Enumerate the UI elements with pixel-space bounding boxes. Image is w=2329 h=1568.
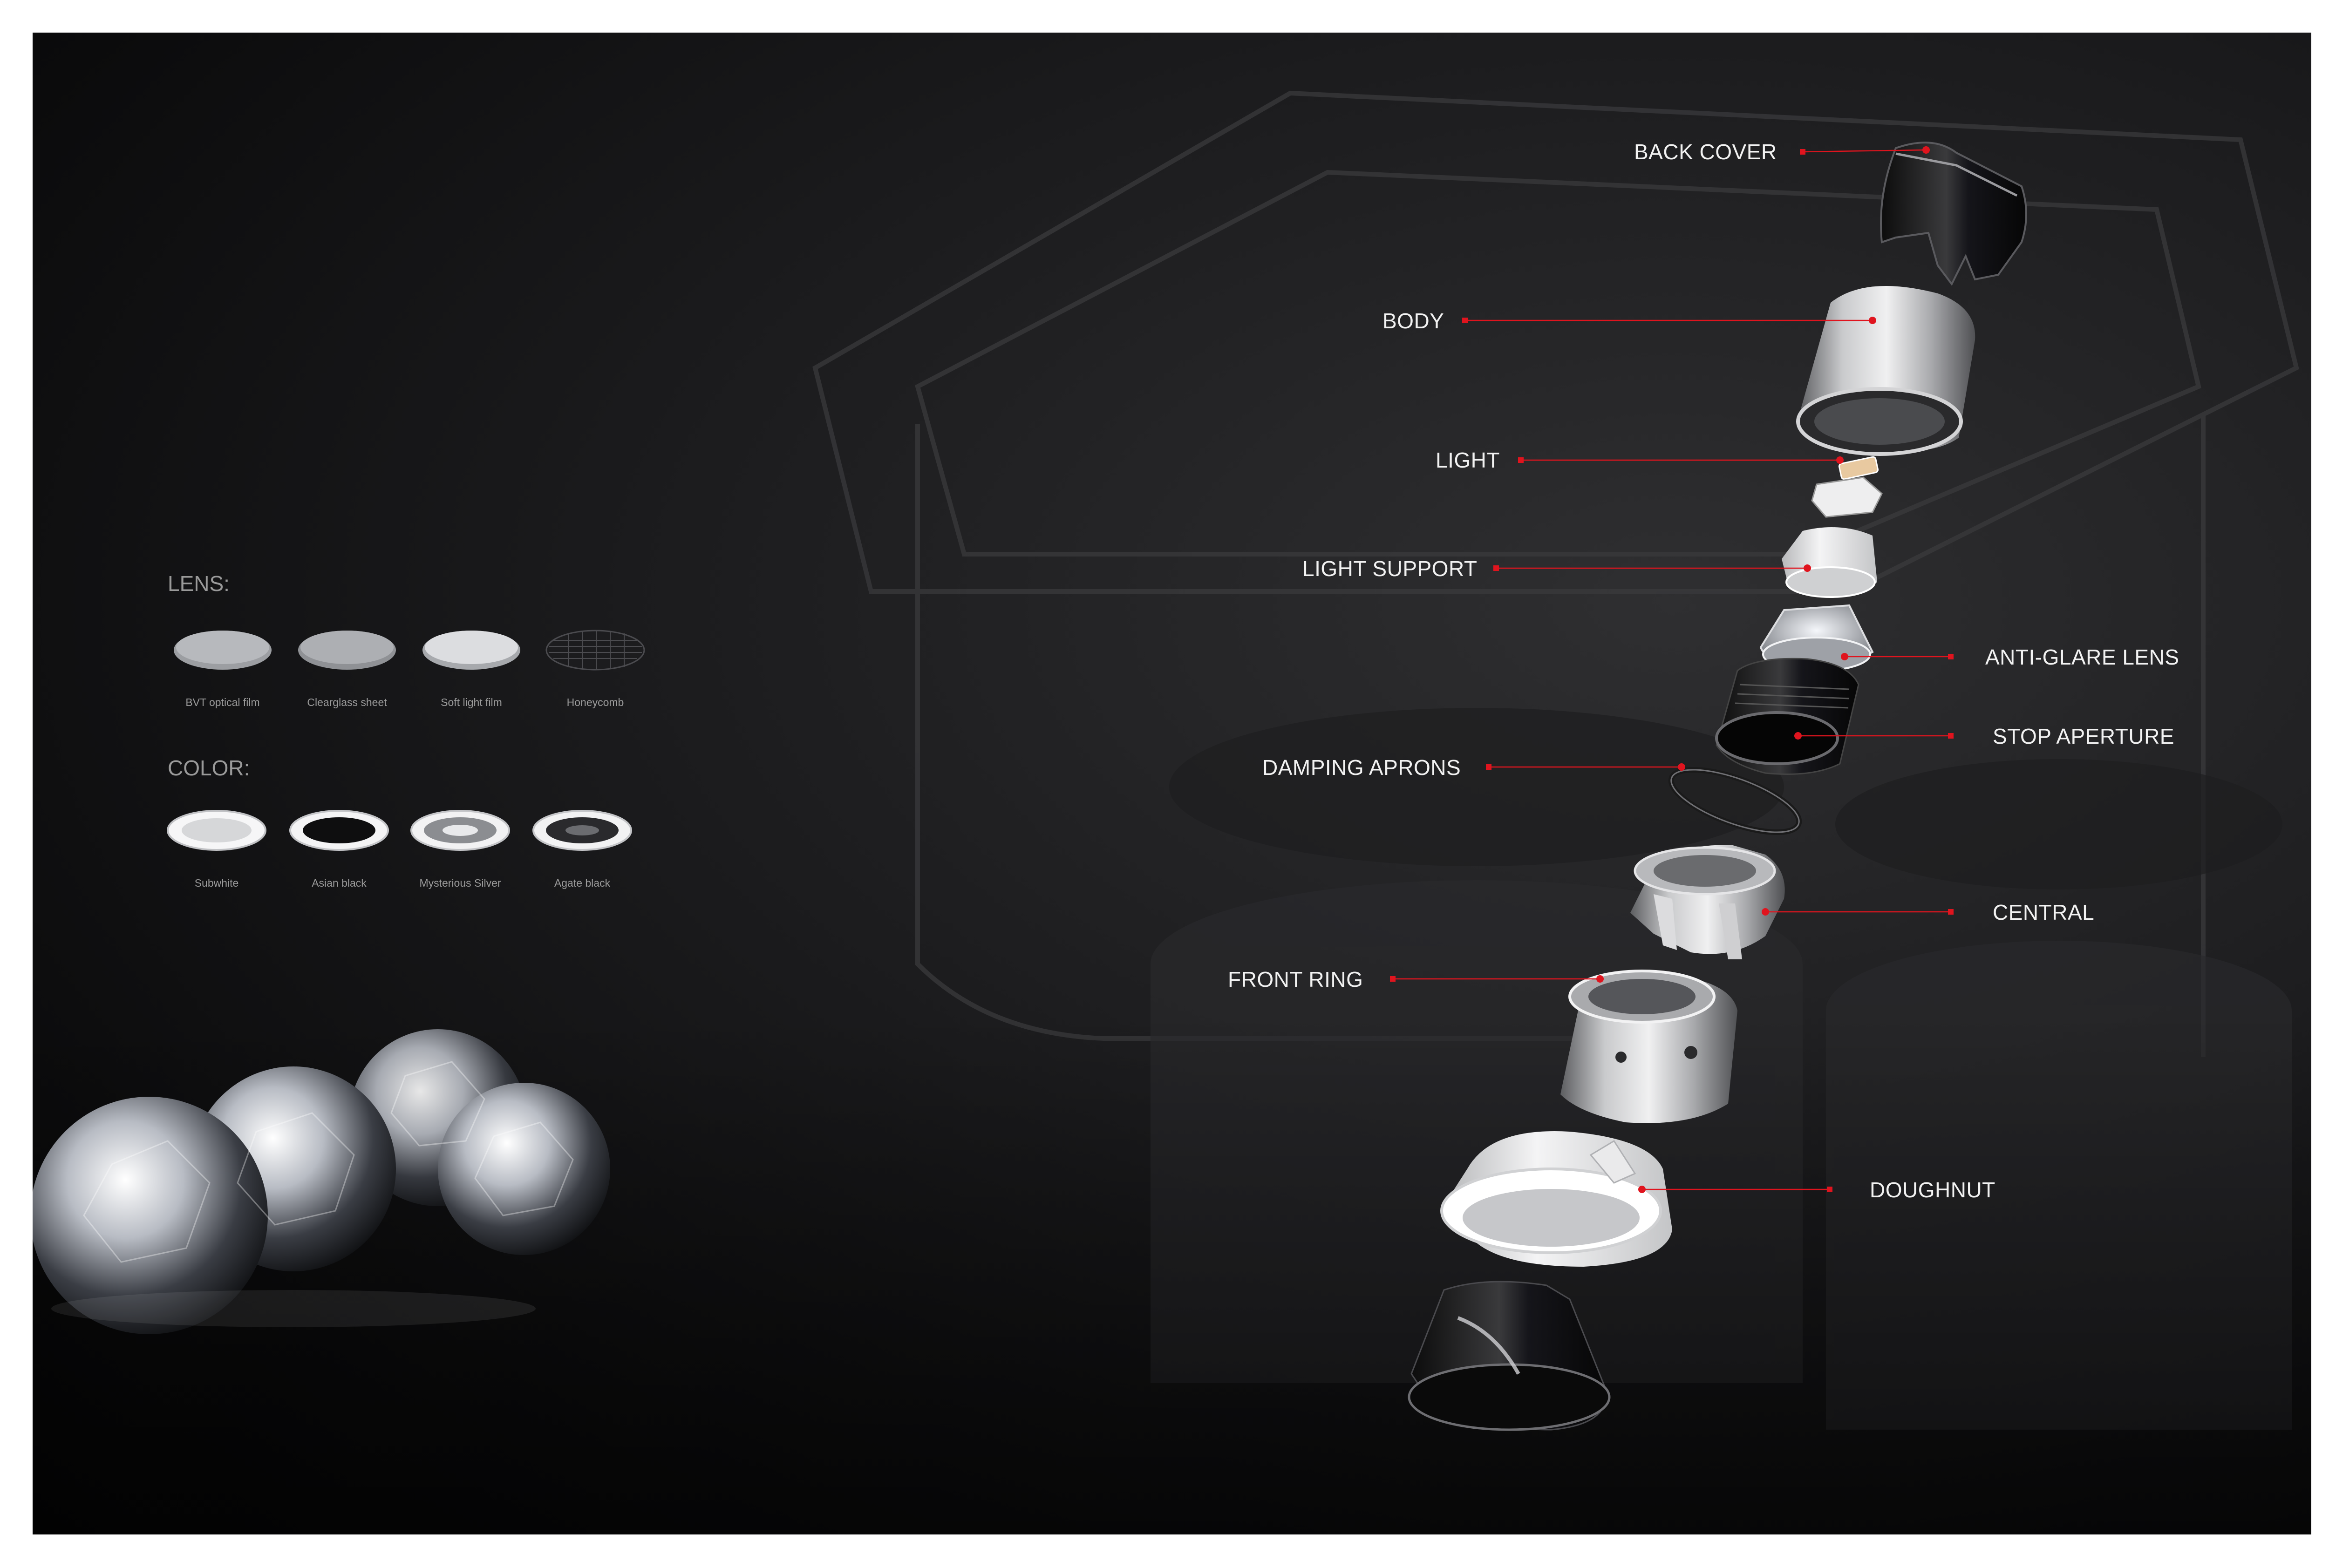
exploded-view	[33, 142, 2027, 1431]
body-part	[1796, 286, 1975, 456]
lens-option-bvt: BVT optical film	[185, 696, 260, 708]
label-back-cover: BACK COVER	[1634, 140, 1777, 164]
color-option-mysterious-silver: Mysterious Silver	[419, 877, 501, 889]
holder-part	[1811, 476, 1883, 518]
light-chip-part	[1838, 456, 1879, 480]
label-front-ring: FRONT RING	[1228, 967, 1363, 991]
central-part	[1630, 845, 1785, 959]
part-anchor-dots	[1596, 146, 1930, 1193]
lens-option-honeycomb: Honeycomb	[566, 696, 624, 708]
background-ghost-fixture	[33, 90, 2311, 1534]
crystal-spheres-image	[33, 1029, 610, 1334]
doughnut-part	[1440, 1131, 1672, 1267]
lens-swatches	[174, 630, 645, 671]
color-swatches	[167, 810, 632, 851]
label-body: BODY	[1382, 309, 1444, 333]
lens-title: LENS:	[168, 571, 230, 596]
color-option-agate-black: Agate black	[554, 877, 611, 889]
label-damping-aprons: DAMPING APRONS	[1262, 755, 1461, 780]
color-option-asian-black: Asian black	[312, 877, 367, 889]
label-light-support: LIGHT SUPPORT	[1302, 557, 1478, 581]
stop-aperture-part	[1715, 658, 1859, 775]
light-support-part	[1782, 527, 1877, 598]
color-title: COLOR:	[168, 756, 250, 780]
label-doughnut: DOUGHNUT	[1870, 1178, 1995, 1202]
label-anti-glare-lens: ANTI-GLARE LENS	[1985, 645, 2179, 669]
lens-option-clearglass: Clearglass sheet	[307, 696, 387, 708]
label-central: CENTRAL	[1993, 900, 2095, 924]
leader-lines	[1390, 149, 1954, 1192]
label-light: LIGHT	[1436, 448, 1500, 472]
reflector-part	[1408, 1281, 1611, 1431]
lens-option-soft-light: Soft light film	[441, 696, 502, 708]
back-cover-part	[1880, 142, 2027, 286]
label-stop-aperture: STOP APERTURE	[1993, 724, 2174, 748]
front-ring-part	[1560, 970, 1737, 1123]
product-poster: LENS: BVT optical film Clearglass sheet …	[33, 33, 2311, 1534]
color-option-subwhite: Subwhite	[194, 877, 239, 889]
